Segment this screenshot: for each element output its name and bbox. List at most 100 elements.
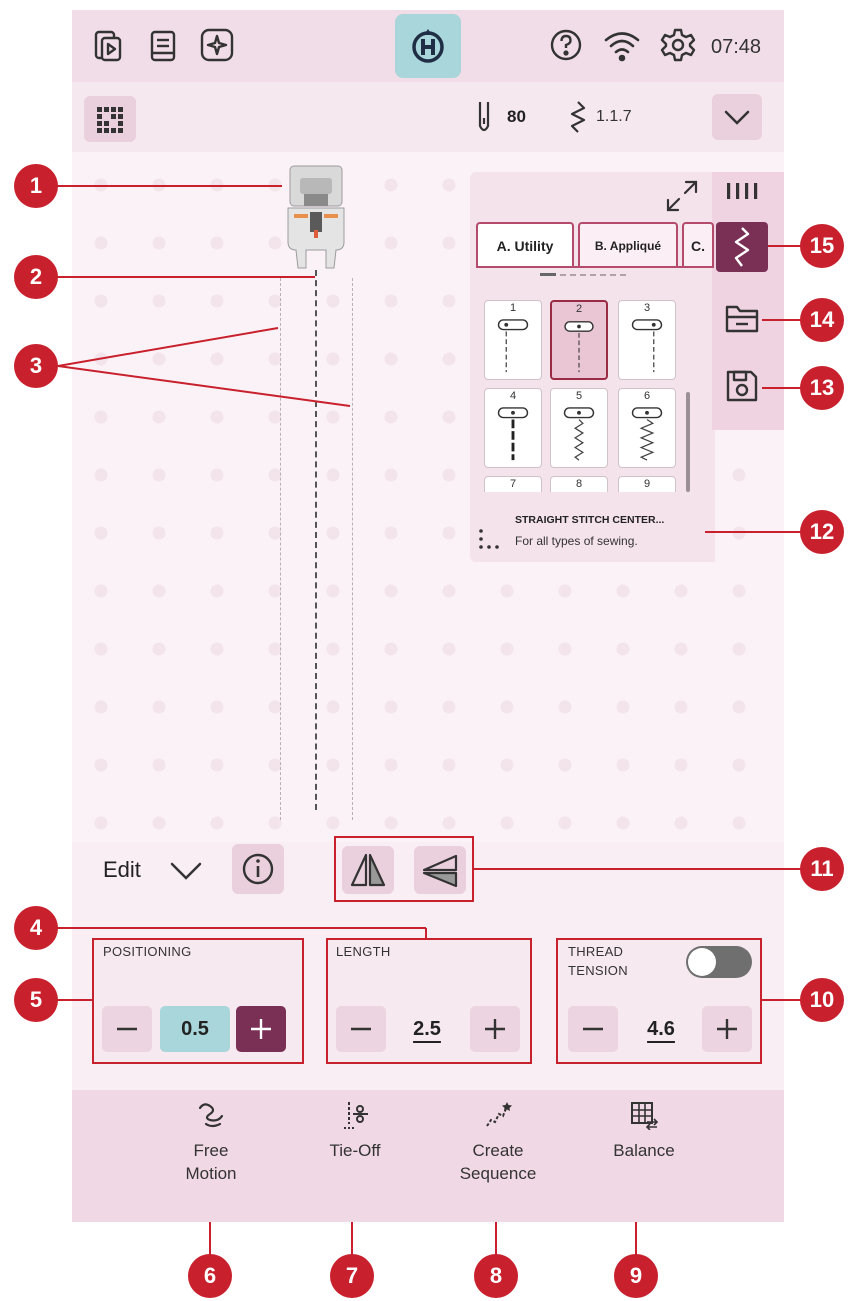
zigzag-icon <box>734 227 750 267</box>
page-indicator <box>540 274 626 276</box>
callout-12: 12 <box>800 510 844 554</box>
thread-tension-value: 4.6 <box>647 1018 675 1040</box>
callout-10: 10 <box>800 978 844 1022</box>
callout-9: 9 <box>614 1254 658 1298</box>
manual-icon[interactable] <box>146 28 180 64</box>
presser-foot-image <box>282 164 350 270</box>
thread-tension-title-line2: TENSION <box>568 963 628 978</box>
balance-button[interactable]: Balance <box>584 1100 704 1162</box>
expand-status-button[interactable] <box>712 94 762 140</box>
stitch-bars-icon[interactable] <box>722 178 762 204</box>
status-bar <box>72 82 784 152</box>
stitch-cell-9[interactable]: 9 <box>618 476 676 492</box>
positioning-plus-button[interactable] <box>236 1006 286 1052</box>
edit-chevron-down-icon[interactable] <box>164 852 208 888</box>
stitch-preview-icon <box>563 407 595 461</box>
balance-label: Balance <box>613 1141 675 1160</box>
page-indicator-active <box>540 273 556 276</box>
create-sequence-label-line1: Create <box>472 1141 524 1160</box>
wifi-icon[interactable] <box>602 27 642 63</box>
stitch-menu-button[interactable] <box>716 222 768 272</box>
stitch-cell-5[interactable]: 5 <box>550 388 608 468</box>
callout-box-11 <box>334 836 474 902</box>
stitch-number: 7 <box>509 478 517 490</box>
stitch-number: 9 <box>643 478 651 490</box>
tab-applique[interactable]: B. Appliqué <box>578 222 678 268</box>
stitch-cell-6[interactable]: 6 <box>618 388 676 468</box>
free-motion-label-line2: Motion <box>185 1164 237 1183</box>
tab-utility[interactable]: A. Utility <box>476 222 574 268</box>
tab-c[interactable]: C. <box>682 222 714 268</box>
mirror-vertical-button[interactable] <box>342 846 394 894</box>
save-icon[interactable] <box>722 366 762 406</box>
callout-13: 13 <box>800 366 844 410</box>
thread-tension-plus-button[interactable] <box>702 1006 752 1052</box>
open-folder-icon[interactable] <box>722 298 762 338</box>
needle-size: 80 <box>507 107 526 126</box>
callout-1: 1 <box>14 164 58 208</box>
info-icon <box>242 853 274 885</box>
minus-icon <box>117 1027 137 1031</box>
husqvarna-logo-tile[interactable] <box>395 14 461 78</box>
dots-menu-icon[interactable] <box>476 526 502 552</box>
positioning-title: POSITIONING <box>103 944 192 959</box>
length-plus-button[interactable] <box>470 1006 520 1052</box>
minus-icon <box>583 1027 603 1031</box>
stitch-name: STRAIGHT STITCH CENTER... <box>515 514 665 526</box>
stitch-cell-7[interactable]: 7 <box>484 476 542 492</box>
stitch-number: 5 <box>575 390 583 402</box>
fullscreen-icon[interactable] <box>664 178 700 214</box>
callout-6: 6 <box>188 1254 232 1298</box>
stitch-cell-3[interactable]: 3 <box>618 300 676 380</box>
callout-3: 3 <box>14 344 58 388</box>
plus-icon <box>485 1019 505 1039</box>
thread-tension-title: THREAD TENSION <box>568 942 628 980</box>
stitch-grid-scrollbar[interactable] <box>686 392 690 492</box>
callout-14: 14 <box>800 298 844 342</box>
callout-5: 5 <box>14 978 58 1022</box>
info-button[interactable] <box>232 844 284 894</box>
chevron-down-icon <box>724 110 750 125</box>
tab-underline <box>476 266 714 268</box>
callout-11: 11 <box>800 847 844 891</box>
minus-icon <box>351 1027 371 1031</box>
stitch-line <box>315 270 317 810</box>
embroidery-view-button[interactable] <box>84 96 136 142</box>
callout-8: 8 <box>474 1254 518 1298</box>
toggle-knob <box>688 948 716 976</box>
sparkle-icon[interactable] <box>198 26 236 64</box>
stitch-preview-icon <box>497 407 529 461</box>
callout-15: 15 <box>800 224 844 268</box>
positioning-minus-button[interactable] <box>102 1006 152 1052</box>
stitch-cell-4[interactable]: 4 <box>484 388 542 468</box>
needle-icon <box>474 100 494 136</box>
plus-icon <box>251 1019 271 1039</box>
thread-tension-toggle[interactable] <box>686 946 752 978</box>
tie-off-button[interactable]: Tie-Off <box>295 1100 415 1162</box>
help-icon[interactable] <box>548 27 584 63</box>
stitch-cell-2[interactable]: 2 <box>550 300 608 380</box>
stitch-cell-8[interactable]: 8 <box>550 476 608 492</box>
edit-label: Edit <box>103 857 141 882</box>
length-minus-button[interactable] <box>336 1006 386 1052</box>
stitch-id: 1.1.7 <box>596 108 632 125</box>
stitch-preview-icon <box>497 319 529 373</box>
settings-icon[interactable] <box>660 27 696 63</box>
positioning-value: 0.5 <box>160 1006 230 1052</box>
callout-box-10 <box>556 938 762 1064</box>
mirror-end-to-end-icon <box>422 854 458 888</box>
mirror-horizontal-button[interactable] <box>414 846 466 894</box>
thread-tension-title-line1: THREAD <box>568 944 624 959</box>
husqvarna-logo-icon <box>412 29 444 63</box>
left-guide-line <box>280 278 281 820</box>
stitch-preview-icon <box>631 319 663 373</box>
stitch-preview-icon <box>631 407 663 461</box>
callout-7: 7 <box>330 1254 374 1298</box>
callout-2: 2 <box>14 255 58 299</box>
thread-tension-minus-button[interactable] <box>568 1006 618 1052</box>
stitch-grid[interactable]: 1 2 3 4 5 6 7 8 9 <box>472 280 692 492</box>
tablet-play-icon[interactable] <box>90 28 126 64</box>
stitch-cell-1[interactable]: 1 <box>484 300 542 380</box>
